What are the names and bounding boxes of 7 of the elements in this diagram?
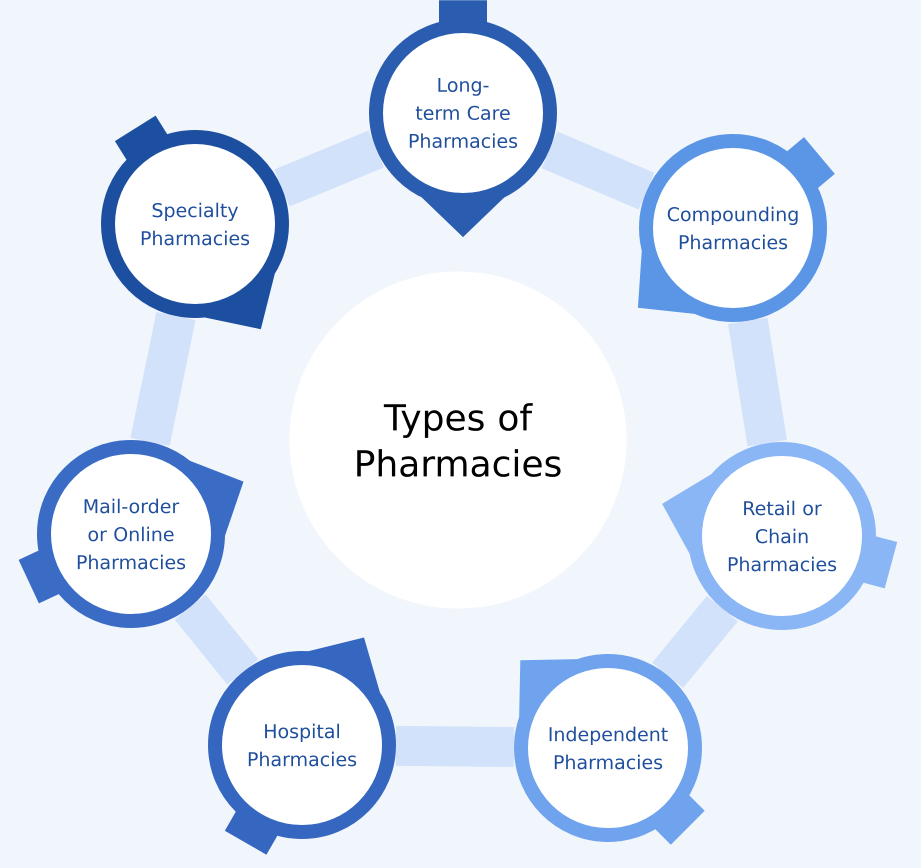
connector-band (542, 131, 654, 210)
connector-band (274, 130, 384, 206)
connector-band (728, 318, 787, 446)
connector-band (174, 594, 258, 685)
connector-band (652, 596, 738, 688)
connector-band (130, 312, 196, 446)
connector-band (396, 726, 514, 768)
